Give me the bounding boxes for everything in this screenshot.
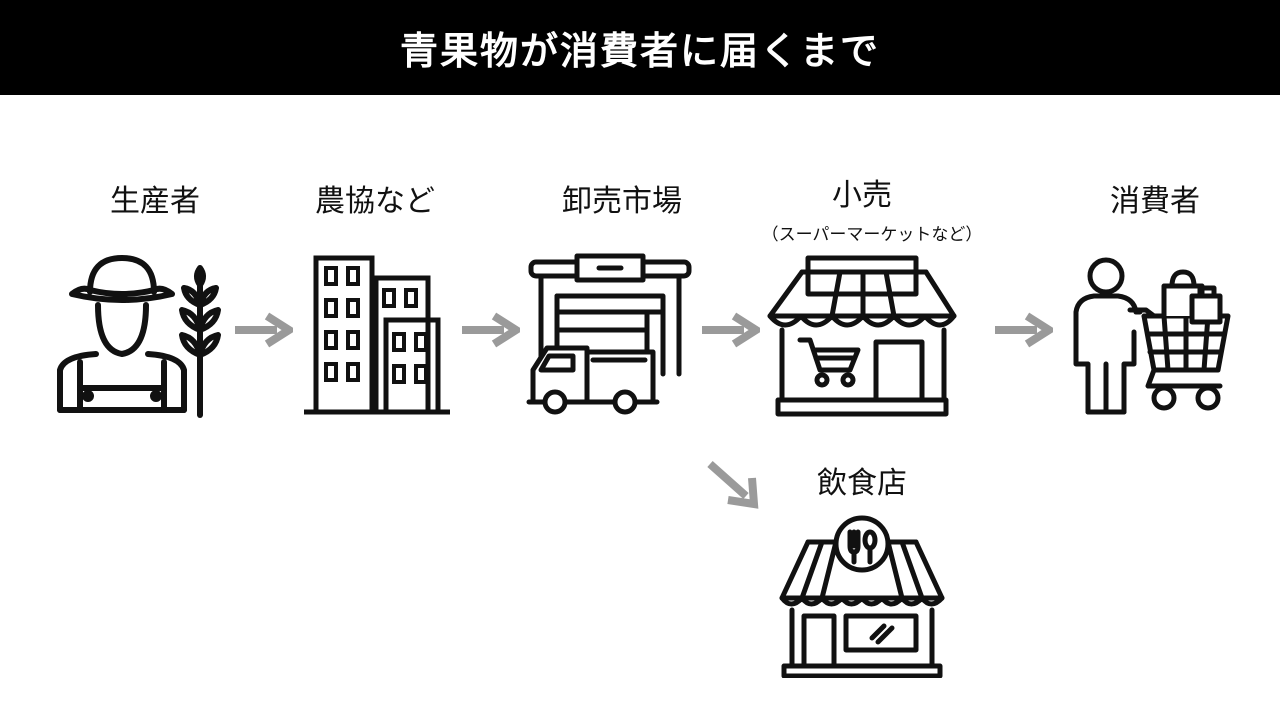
restaurant-label: 飲食店 xyxy=(817,466,907,501)
arrow-right-icon xyxy=(235,312,293,348)
supermarket-icon xyxy=(767,255,957,417)
wholesale-label: 卸売市場 xyxy=(562,184,682,219)
arrow-right-icon xyxy=(702,312,760,348)
shopper-cart-icon xyxy=(1073,257,1231,415)
retail-sublabel: （スーパーマーケットなど） xyxy=(761,225,983,245)
cooperative-label: 農協など xyxy=(315,184,435,219)
arrow-right-icon xyxy=(995,312,1053,348)
retail-label: 小売 xyxy=(832,178,892,213)
page-title: 青果物が消費者に届くまで xyxy=(399,29,880,73)
title-bar: 青果物が消費者に届くまで xyxy=(0,0,1280,95)
arrow-down-right-icon xyxy=(707,461,759,509)
restaurant-icon xyxy=(779,515,945,678)
farmer-icon xyxy=(57,255,221,418)
buildings-icon xyxy=(304,255,450,415)
producer-label: 生産者 xyxy=(110,184,200,219)
warehouse-truck-icon xyxy=(526,253,692,415)
arrow-right-icon xyxy=(462,312,520,348)
consumer-label: 消費者 xyxy=(1110,184,1200,219)
